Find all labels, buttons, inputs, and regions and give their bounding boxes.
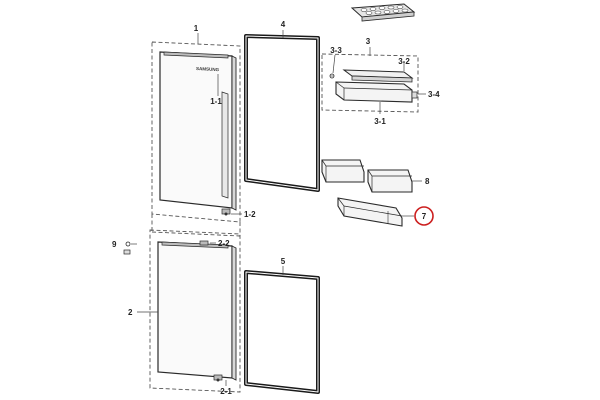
callout-3: 3 <box>366 37 371 46</box>
lower-door-part <box>157 240 237 382</box>
callout-3-4: 3-4 <box>428 90 440 99</box>
callout-1-2: 1-2 <box>244 210 256 219</box>
callout-1: 1 <box>194 24 199 33</box>
upper-door-group-outline <box>151 41 241 237</box>
egg-tray-part <box>350 3 416 22</box>
callout-8: 8 <box>425 177 430 186</box>
callout-4: 4 <box>281 20 286 29</box>
door-guard-small-right <box>367 169 413 193</box>
callout-3-2: 3-2 <box>398 57 410 66</box>
brand-logo-text: SAMSUNG <box>196 66 220 72</box>
highlight-circle <box>414 206 434 226</box>
callout-2-1: 2-1 <box>220 387 232 396</box>
callout-9: 9 <box>112 240 117 249</box>
callout-2-2: 2-2 <box>218 239 230 248</box>
callout-3-3: 3-3 <box>330 46 342 55</box>
upper-gasket-part <box>244 34 320 192</box>
lower-door-group-outline <box>149 229 241 393</box>
bin-assembly-outline <box>321 53 419 113</box>
callout-3-1: 3-1 <box>374 117 386 126</box>
callout-7: 7 <box>422 212 427 221</box>
callout-2: 2 <box>128 308 133 317</box>
lower-gasket-part <box>244 270 320 394</box>
hinge-pin-cap-part <box>123 241 131 255</box>
door-guard-small-left <box>321 159 365 183</box>
door-guard-large-part <box>337 197 403 227</box>
leader-lines <box>131 30 426 386</box>
bin-cover-part <box>342 69 414 83</box>
callout-5: 5 <box>281 257 286 266</box>
upper-door-part <box>159 51 237 216</box>
bin-screw-part <box>329 73 335 79</box>
callout-1-1: 1-1 <box>210 97 222 106</box>
bin-body-part <box>335 81 413 103</box>
bin-side-clip-part <box>411 91 418 99</box>
